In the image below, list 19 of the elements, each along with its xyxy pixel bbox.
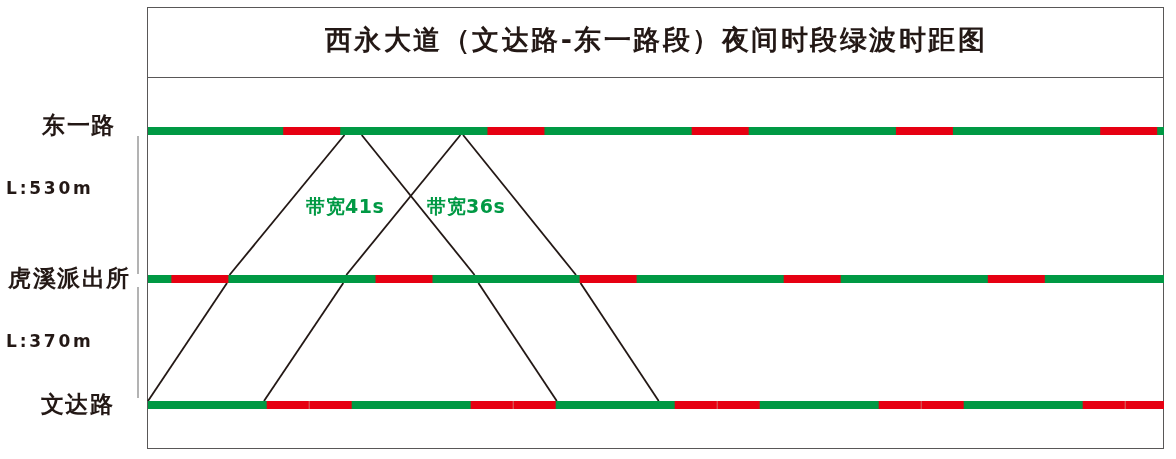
diagram-title: 西永大道（文达路-东一路段）夜间时段绿波时距图 (324, 24, 988, 56)
band-boundary-line (360, 134, 476, 276)
bandwidth-label: 带宽41s (306, 195, 385, 216)
band-boundary-line (477, 282, 558, 402)
dimension-label: L:530m (6, 178, 94, 197)
band-boundary-line (147, 282, 228, 402)
signal-timing-bar (148, 275, 1164, 283)
band-boundary-line (579, 282, 660, 402)
intersection-label: 虎溪派出所 (8, 266, 131, 292)
bandwidth-label: 带宽36s (427, 195, 506, 216)
band-boundary-line (345, 134, 462, 276)
dimension-label: L:370m (6, 331, 94, 350)
intersection-label: 东一路 (42, 113, 116, 139)
intersection-label: 文达路 (40, 392, 115, 418)
signal-timing-bar (148, 401, 1164, 409)
band-boundary-line (462, 134, 577, 276)
band-boundary-line (228, 134, 346, 276)
band-boundary-line (263, 282, 345, 402)
signal-timing-bar (148, 127, 1164, 135)
